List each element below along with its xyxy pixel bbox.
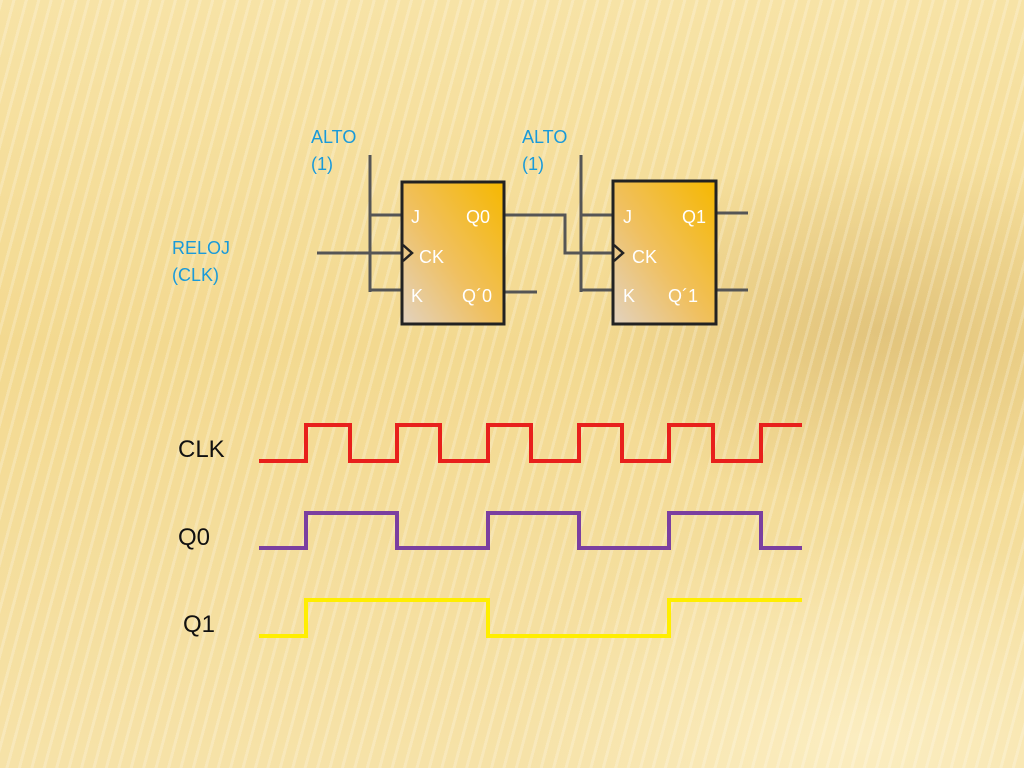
ff1-q-pin: Q1 (682, 207, 706, 227)
reloj-label-line2: (CLK) (172, 265, 219, 285)
flipflop-0: J Q0 CK K Q´0 (400, 180, 506, 326)
ff1-qn-pin: Q´1 (668, 286, 698, 306)
ff1-k-pin: K (623, 286, 635, 306)
q0-waveform (259, 511, 802, 550)
q1-trace-label: Q1 (183, 611, 215, 638)
circuit-wires (317, 155, 748, 294)
alto-label-2-line2: (1) (522, 154, 544, 174)
q0-trace-label: Q0 (178, 524, 210, 551)
ff1-ck-pin: CK (632, 247, 657, 267)
alto-label-2-line1: ALTO (522, 127, 567, 147)
ff1-j-pin: J (623, 207, 632, 227)
reloj-label-line1: RELOJ (172, 238, 230, 258)
clk-waveform (259, 423, 802, 463)
ff0-qn-pin: Q´0 (462, 286, 492, 306)
alto-label-1-line2: (1) (311, 154, 333, 174)
clk-trace-label: CLK (178, 436, 225, 463)
ff0-k-pin: K (411, 286, 423, 306)
q1-waveform (259, 598, 802, 638)
flipflop-1: J Q1 CK K Q´1 (611, 179, 718, 326)
ff0-j-pin: J (411, 207, 420, 227)
ff0-ck-pin: CK (419, 247, 444, 267)
alto-label-1-line1: ALTO (311, 127, 356, 147)
ff0-q-pin: Q0 (466, 207, 490, 227)
